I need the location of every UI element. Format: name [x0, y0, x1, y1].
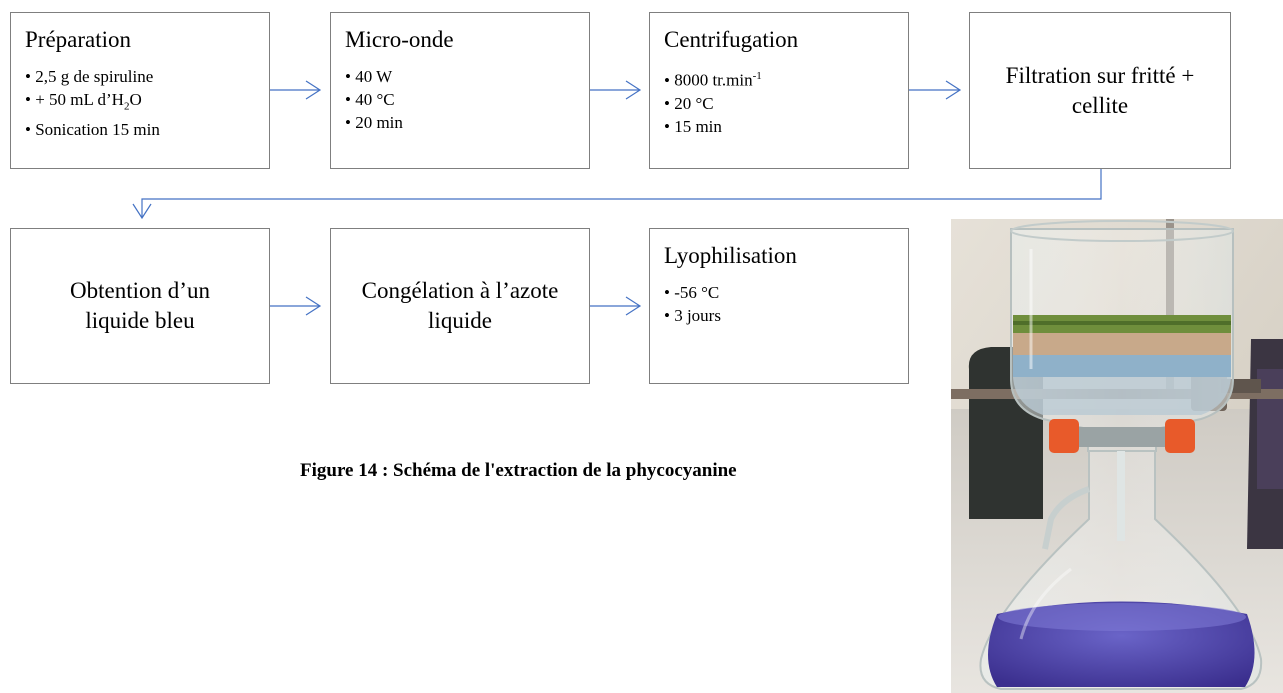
step-lyophilisation: Lyophilisation -56 °C 3 jours [649, 228, 909, 384]
step-line: liquide bleu [85, 308, 195, 333]
step-microonde: Micro-onde 40 W 40 °C 20 min [330, 12, 590, 169]
arrow-filtr-to-obtention [132, 169, 1102, 220]
step-list: 8000 tr.min-1 20 °C 15 min [664, 65, 762, 138]
step-centrifugation: Centrifugation 8000 tr.min-1 20 °C 15 mi… [649, 12, 909, 169]
arrow-obtention-to-congel [270, 296, 322, 316]
subscript: 2 [123, 100, 130, 113]
list-item: 40 °C [345, 88, 403, 111]
step-preparation: Préparation 2,5 g de spiruline + 50 mL d… [10, 12, 270, 169]
step-title: Lyophilisation [664, 243, 797, 268]
list-item: 8000 tr.min-1 [664, 65, 762, 92]
list-item-text: 8000 tr.min [674, 70, 753, 90]
list-item-text: O [129, 90, 142, 109]
step-list: 2,5 g de spiruline + 50 mL d’H2O Sonicat… [25, 65, 160, 141]
list-item: 40 W [345, 65, 403, 88]
arrow-micro-to-centri [590, 80, 642, 100]
list-item: 20 °C [664, 92, 762, 115]
arrow-prep-to-micro [270, 80, 322, 100]
list-item: -56 °C [664, 281, 721, 304]
list-item: 3 jours [664, 304, 721, 327]
list-item: + 50 mL d’H2O [25, 88, 160, 118]
step-list: -56 °C 3 jours [664, 281, 721, 327]
figure-caption: Figure 14 : Schéma de l'extraction de la… [300, 460, 737, 481]
step-line: Obtention d’un [70, 278, 210, 303]
step-line: liquide [428, 308, 492, 333]
list-item: 2,5 g de spiruline [25, 65, 160, 88]
step-title: Préparation [25, 27, 132, 52]
filtration-apparatus-photo [951, 219, 1283, 693]
step-title: Micro-onde [345, 27, 454, 52]
superscript: -1 [752, 70, 762, 82]
list-item: Sonication 15 min [25, 118, 160, 141]
step-obtention: Obtention d’un liquide bleu [10, 228, 270, 384]
step-list: 40 W 40 °C 20 min [345, 65, 403, 134]
step-congelation: Congélation à l’azote liquide [330, 228, 590, 384]
step-line: cellite [1071, 92, 1129, 118]
step-text: Obtention d’un liquide bleu [11, 229, 269, 383]
arrow-centri-to-filtr [909, 80, 962, 100]
step-line: Congélation à l’azote [361, 278, 559, 303]
step-line: Filtration sur fritté + [1005, 62, 1195, 88]
step-filtration: Filtration sur fritté + cellite [969, 12, 1231, 169]
step-text: Filtration sur fritté + cellite [970, 13, 1230, 168]
list-item: 20 min [345, 111, 403, 134]
step-text: Congélation à l’azote liquide [331, 229, 589, 383]
list-item-text: + 50 mL d’H [35, 90, 124, 109]
list-item: 15 min [664, 115, 762, 138]
step-title: Centrifugation [664, 27, 799, 52]
arrow-congel-to-lyophil [590, 296, 642, 316]
